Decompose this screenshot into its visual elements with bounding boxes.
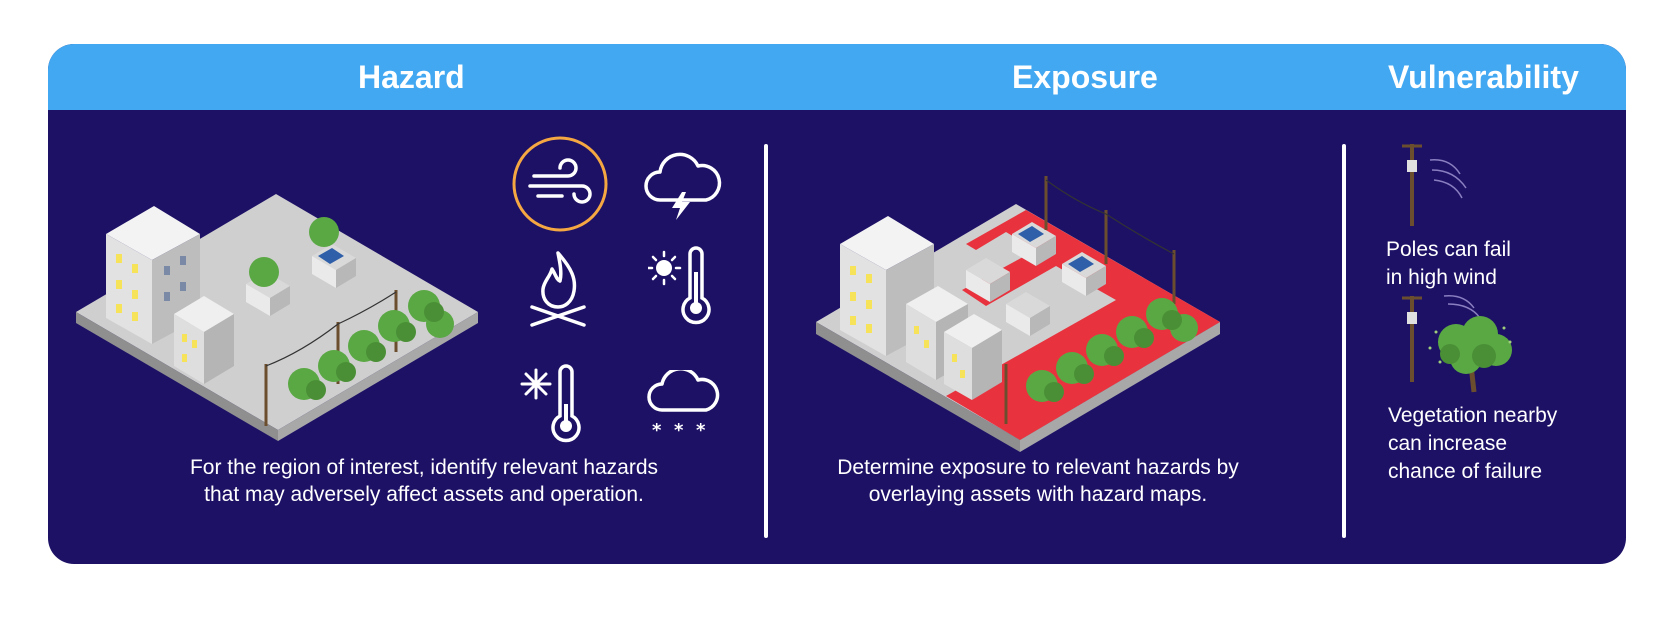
header-bar: Hazard Exposure Vulnerability [48,44,1626,110]
vulnerability-title: Vulnerability [1388,59,1579,95]
exposure-title: Exposure [1012,59,1158,95]
hazard-city-illustration [76,194,478,441]
svg-text:*: * [674,420,684,440]
cold-icon [520,364,590,444]
wildfire-icon [526,249,590,327]
vuln-item2-line2: can increase [1388,432,1508,455]
section-divider-2 [1342,144,1346,538]
wind-icon [510,134,610,234]
exposure-city-illustration [816,176,1220,452]
snow-icon: * * * [642,367,722,441]
vuln-item1-line1: Poles can fail [1386,238,1511,261]
framework-panel: Hazard Exposure Vulnerability [48,44,1626,564]
hazard-caption-line1: For the region of interest, identify rel… [189,456,659,479]
vuln-item2-line1: Vegetation nearby [1388,404,1558,427]
svg-text:*: * [652,420,662,440]
vuln-item1-line2: in high wind [1386,266,1497,289]
heat-icon [646,246,718,326]
section-divider-1 [764,144,768,538]
exposure-caption-line2: overlaying assets with hazard maps. [868,483,1208,506]
pole-tree-illustration [1402,295,1512,393]
thunderstorm-icon [638,150,728,220]
vuln-item2-line3: chance of failure [1388,460,1543,483]
hazard-caption-line2: that may adversely affect assets and ope… [204,483,644,506]
exposure-caption-line1: Determine exposure to relevant hazards b… [837,456,1239,479]
pole-wind-illustration [1402,144,1467,226]
svg-text:*: * [696,420,706,440]
hazard-title: Hazard [358,59,465,95]
